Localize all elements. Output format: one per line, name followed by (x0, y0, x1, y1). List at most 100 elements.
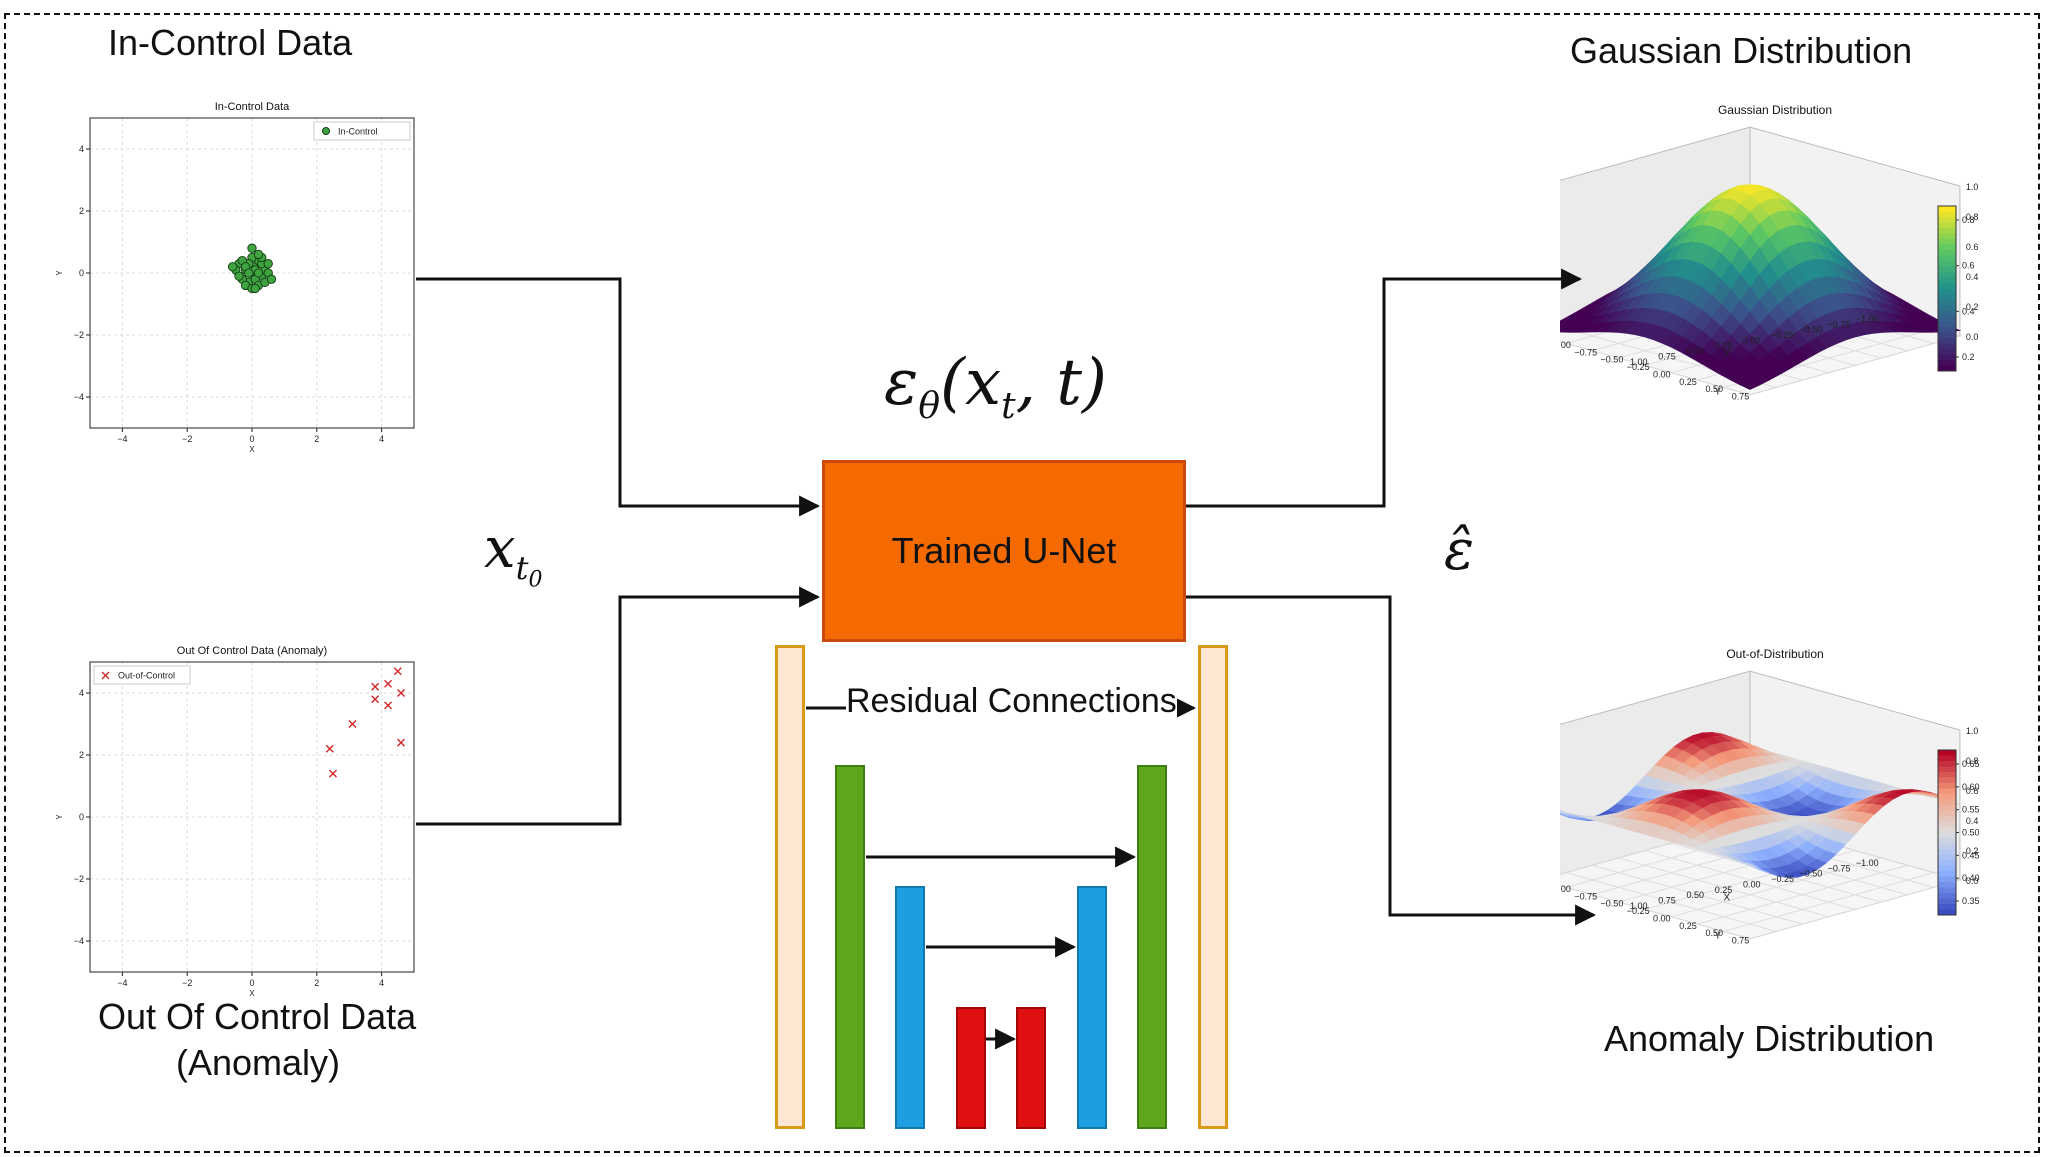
legend-marker (101, 671, 110, 680)
y-tick-label: −4 (74, 392, 84, 402)
colorbar-segment (1938, 766, 1956, 773)
x-tick-label: 0.75 (1658, 896, 1676, 906)
z-tick-label: 0.0 (1966, 876, 1979, 886)
x-tick-label: −1.00 (1856, 314, 1879, 324)
colorbar-segment (1938, 816, 1956, 822)
z-tick-label: 0.8 (1966, 212, 1979, 222)
colorbar-segment (1938, 332, 1956, 339)
z-tick-label: 0.6 (1966, 242, 1979, 252)
chart-title: Gaussian Distribution (1718, 103, 1832, 117)
legend-label: Out-of-Control (118, 671, 175, 681)
colorbar-tick-label: 0.35 (1962, 896, 1980, 906)
x-tick-label: −4 (117, 978, 127, 988)
x-tick-label: −0.25 (1771, 874, 1794, 884)
x-tick-label: 4 (379, 434, 384, 444)
data-point-stroke (384, 679, 393, 688)
z-tick-label: 0.8 (1966, 756, 1979, 766)
y-tick-label: −1.00 (1560, 340, 1571, 350)
colorbar-segment (1938, 827, 1956, 833)
unet-encoder-green-bar (835, 765, 865, 1129)
data-point (253, 268, 264, 278)
gaussian-heading: Gaussian Distribution (1570, 30, 1913, 71)
data-point-stroke (329, 769, 337, 778)
y-tick-label: 4 (79, 144, 84, 154)
data-point (384, 701, 393, 710)
colorbar-segment (1938, 338, 1956, 344)
data-point (250, 283, 260, 294)
colorbar-segment (1938, 266, 1956, 273)
x-tick-label: 1.00 (1630, 357, 1648, 367)
colorbar-segment (1938, 810, 1956, 817)
floor-grid-line (1560, 341, 1751, 396)
y-tick-label: 0.25 (1679, 377, 1697, 387)
y-tick-label: 0.50 (1706, 384, 1724, 394)
colorbar-segment (1938, 349, 1956, 355)
data-point (247, 243, 257, 253)
z-tick-label: 0.4 (1966, 272, 1979, 282)
arrow-incontrol-to-unet (416, 277, 821, 517)
y-tick-label: 0.75 (1732, 392, 1750, 402)
y-tick-label: −1.00 (1560, 884, 1571, 894)
data-point (244, 268, 254, 278)
out-control-heading-line1: Out Of Control Data (98, 996, 417, 1037)
anomaly-surface-chart: Out-of-Distribution1.000.750.500.250.00−… (1560, 647, 1980, 946)
colorbar-segment (1938, 365, 1956, 372)
colorbar-segment (1938, 283, 1956, 289)
arrow-unet-to-gaussian (1186, 268, 1583, 508)
arrow-unet-to-anomaly (1186, 595, 1597, 926)
data-point-stroke (384, 701, 393, 710)
colorbar-segment (1938, 305, 1956, 311)
y-tick-label: 0.75 (1732, 936, 1750, 946)
colorbar-segment (1938, 794, 1956, 800)
floor-grid-line (1697, 864, 1908, 925)
data-point-stroke (371, 682, 380, 691)
colorbar-segment (1938, 777, 1956, 784)
colorbar-segment (1938, 255, 1956, 262)
y-tick-label: 2 (79, 750, 84, 760)
x-axis-label: X (1723, 348, 1730, 359)
y-tick-label: 0.00 (1653, 369, 1671, 379)
legend-box (313, 121, 411, 141)
x-tick-label: 0.25 (1715, 341, 1733, 351)
colorbar-segment (1938, 750, 1956, 756)
data-point-stroke (325, 744, 334, 753)
data-point-stroke (397, 738, 406, 747)
colorbar-segment (1938, 261, 1956, 267)
colorbar-segment (1938, 277, 1956, 284)
anomaly-heading: Anomaly Distribution (1604, 1018, 1935, 1059)
colorbar-segment (1938, 316, 1956, 322)
y-tick-label: −0.75 (1574, 891, 1597, 901)
colorbar-segment (1938, 294, 1956, 300)
data-point (325, 744, 334, 753)
colorbar-segment (1938, 228, 1956, 234)
input-symbol: xt0 (484, 516, 543, 593)
z-tick-label: 0.2 (1966, 302, 1979, 312)
x-tick-label: −0.75 (1828, 863, 1851, 873)
y-tick-label: −2 (74, 874, 84, 884)
data-point-stroke (348, 720, 357, 728)
colorbar-segment (1938, 321, 1956, 328)
data-point (227, 262, 238, 272)
y-tick-label: −0.25 (1627, 362, 1650, 372)
floor-grid-line (1566, 872, 1777, 933)
surface-patch (1560, 325, 1570, 332)
floor-grid-line (1749, 335, 1961, 396)
x-tick-label: 2 (314, 434, 319, 444)
model-symbol: εθ(xt, t) (884, 346, 1107, 427)
colorbar-segment (1938, 272, 1956, 278)
x-axis-label: X (1723, 892, 1730, 903)
x-tick-label: −0.50 (1799, 869, 1822, 879)
data-point-stroke (393, 667, 402, 676)
colorbar-segment (1938, 250, 1956, 256)
unet-label: Trained U-Net (891, 530, 1117, 571)
colorbar-tick-label: 0.2 (1962, 352, 1975, 362)
colorbar-segment (1938, 843, 1956, 850)
colorbar-segment (1938, 838, 1956, 844)
unet-skip-left-bar (775, 645, 805, 1129)
colorbar-segment (1938, 887, 1956, 894)
x-tick-label: 0 (249, 434, 254, 444)
z-tick-label: 1.0 (1966, 726, 1979, 736)
colorbar-segment (1938, 288, 1956, 295)
floor-grid-line (1618, 857, 1829, 918)
